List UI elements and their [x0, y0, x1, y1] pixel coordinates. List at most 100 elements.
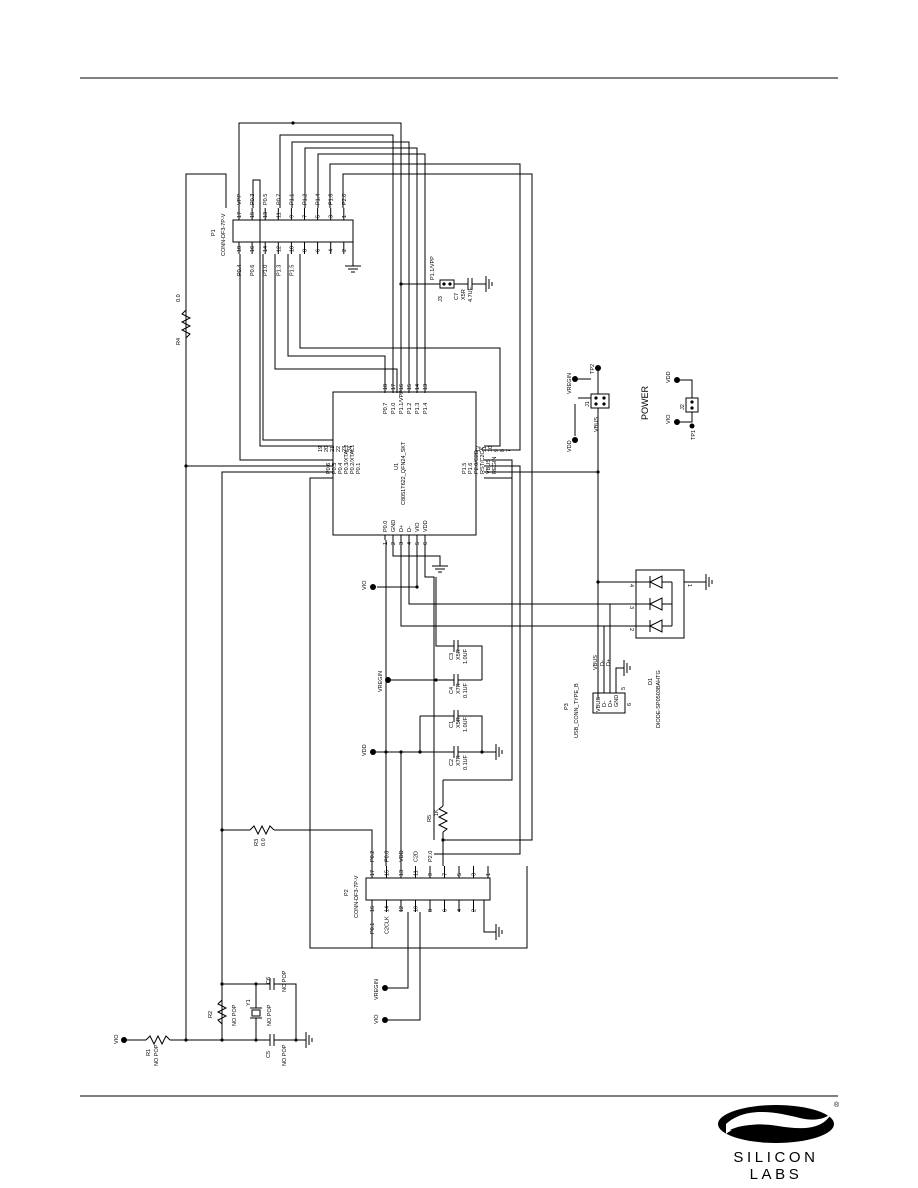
j3-net: P1.1/VPP: [430, 256, 436, 280]
silicon-labs-logo: [718, 1105, 834, 1143]
mcu-u1: 18P0.717P1.016P1.1/VPP15P1.214P1.313P1.4…: [318, 384, 512, 545]
p2-pin-number: 11: [414, 870, 420, 876]
u1-pin-number: 7: [506, 449, 512, 452]
p1-pin-number: 7: [303, 215, 309, 218]
p3-label-gnd: GND: [614, 695, 620, 707]
p3-label-dplus: D+: [608, 700, 614, 707]
j1-vbus: VBUS: [594, 417, 600, 432]
p1-pin-number: 8: [303, 249, 309, 252]
u1-pin-number: 14: [415, 384, 421, 390]
p2-pin-label: C2D: [414, 851, 420, 862]
jumper-j2: J2 VDD VIO TP1: [666, 371, 699, 440]
d1-pin-3: 3: [628, 606, 634, 609]
u1-pin-label: P0.4: [338, 463, 344, 474]
p2-pin-number: 17: [370, 870, 376, 876]
p1-pin-label: P1.0: [263, 265, 269, 276]
p1-pin-number: 2: [342, 249, 348, 252]
p2-pin-label: P0.2: [370, 851, 376, 862]
p3-vbus-net: VBUS: [593, 655, 599, 670]
p2-pin-number: 6: [443, 909, 449, 912]
r2-value: NO POP: [232, 1004, 238, 1026]
j3-ref: J3: [438, 296, 444, 302]
u1-pin-number: 12: [476, 446, 482, 452]
p2-pin-number: 12: [399, 906, 405, 912]
p2-pin-number: 13: [399, 870, 405, 876]
p1-pin-number: 16: [250, 246, 256, 252]
c7-type: X5R: [461, 289, 467, 300]
u1-pin-number: 19: [318, 446, 324, 452]
c6-value: NO POP: [282, 970, 288, 992]
r1-ref: R1: [146, 1049, 152, 1056]
u1-ref: U1: [394, 463, 400, 470]
u1-pin-number: 11: [482, 446, 488, 452]
d1-pin-1: 1: [686, 584, 692, 587]
p1-value: CONN-DF3-7P-V: [221, 213, 227, 256]
c1-ref: C1: [449, 721, 455, 728]
u1-pin-label: D+: [399, 525, 405, 532]
y1-ref: Y1: [246, 999, 252, 1006]
p2-pin-number: 9: [428, 873, 434, 876]
connector-p1: 17VPP15P0.313P0.511P0.79P1.17P1.25P1.43P…: [211, 194, 361, 276]
p2-ref: P2: [344, 889, 350, 896]
c5-value: NO POP: [282, 1044, 288, 1066]
silicon-labs-wordmark: SILICON LABS: [733, 1149, 819, 1183]
resistor-r3: R3 0.0: [220, 824, 373, 866]
p2-pin-number: 7: [443, 873, 449, 876]
p3-dminus-net: D-: [600, 660, 606, 666]
d1-pin-2: 2: [628, 628, 634, 631]
p3-label-vbus: VBUS: [596, 697, 602, 712]
c1-value: 1.0UF: [463, 716, 469, 732]
p1-pin-number: 14: [263, 246, 269, 252]
crystal-section: VIO R1 NO POP R2 NO POP Y1 NO POP C6 NO …: [114, 970, 313, 1066]
p1-pin-label: P1.3: [276, 265, 282, 276]
u1-pin-number: 22: [336, 446, 342, 452]
u1-pin-number: 23: [342, 446, 348, 452]
p2-pin-number: 1: [486, 873, 492, 876]
vdd-net-j1: VDD: [567, 440, 573, 452]
u1-pin-label: P1.5: [462, 463, 468, 474]
u1-pin-number: 13: [423, 384, 429, 390]
j1-ref: J1: [585, 401, 591, 407]
p1-pin-label: P1.5: [289, 265, 295, 276]
u1-pin-label: P1.6: [468, 463, 474, 474]
capacitor-c7: C7 X5R 4.7UF: [454, 276, 493, 302]
u1-pin-label: REGIN: [492, 457, 498, 474]
c2-value: 0.1UF: [463, 754, 469, 770]
p1-pin-label: P0.5: [263, 194, 269, 205]
p3-pin-5: 5: [621, 687, 627, 690]
jumper-j3: J3 P1.1/VPP: [430, 256, 455, 302]
p1-ref: P1: [211, 229, 217, 236]
u1-pin-number: 9: [494, 449, 500, 452]
u1-pin-label: P0.5: [332, 463, 338, 474]
c3-ref: C3: [449, 653, 455, 660]
c4-value: 0.1UF: [463, 682, 469, 698]
p1-pin-number: 4: [329, 249, 335, 252]
c2-type: X7R: [456, 755, 462, 766]
p1-pin-number: 3: [329, 215, 335, 218]
c3-value: 1.0UF: [463, 648, 469, 664]
u1-pin-label: P1.4: [423, 403, 429, 414]
p2-pin-number: 14: [385, 906, 391, 912]
p2-pin-number: 3: [472, 873, 478, 876]
p1-pin-number: 11: [276, 212, 282, 218]
c7-value: 4.7UF: [468, 286, 474, 302]
u1-pin-number: 17: [391, 384, 397, 390]
p1-pin-number: 10: [289, 246, 295, 252]
u1-pin-label: VIO: [415, 522, 421, 532]
p1-pin-number: 12: [276, 246, 282, 252]
r3-ref: R3: [254, 839, 260, 846]
p2-pin-number: 4: [457, 909, 463, 912]
u1-value: C8051T622_QFN24_SKT: [401, 441, 407, 505]
p1-pin-label: VPP: [237, 194, 243, 205]
u1-pin-label: P0.0: [383, 521, 389, 532]
p2-value: CONN-DF3-7P-V: [354, 875, 360, 918]
u1-pin-number: 16: [399, 384, 405, 390]
p1-pin-label: P1.6: [329, 194, 335, 205]
u1-pin-label: P1.1/VPP: [399, 390, 405, 414]
vregin-net-p2: VREGIN: [374, 979, 380, 1000]
r2-ref: R2: [208, 1011, 214, 1018]
u1-pin-label: P1.2: [407, 403, 413, 414]
y1-value: NO POP: [267, 1004, 273, 1026]
